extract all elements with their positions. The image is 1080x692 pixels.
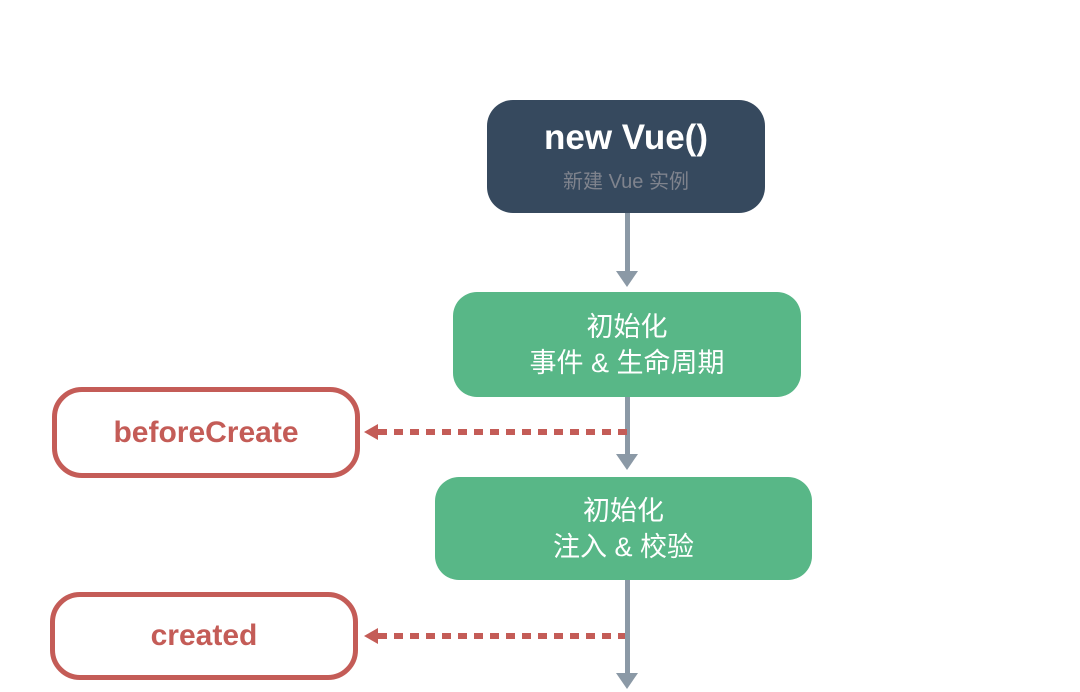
hook-connector-beforeCreate [378,429,628,435]
arrowhead-left-icon [364,628,378,644]
node-init-events-lifecycle: 初始化 事件 & 生命周期 [453,292,801,397]
flow-arrow-1-line [625,213,630,271]
hook-label: beforeCreate [113,415,299,449]
node-new-vue-subtitle: 新建 Vue 实例 [563,171,689,193]
node-new-vue-title: new Vue() [544,118,708,157]
hook-connector-created [378,633,628,639]
arrowhead-down-icon [616,454,638,470]
step-line: 初始化 [586,311,668,342]
arrowhead-left-icon [364,424,378,440]
arrowhead-down-icon [616,271,638,287]
step-line: 初始化 [583,495,664,526]
step-line: 注入 & 校验 [552,531,694,562]
step-line: 事件 & 生命周期 [529,347,725,378]
node-init-injections-validation: 初始化 注入 & 校验 [435,477,812,580]
hook-beforeCreate: beforeCreate [52,387,360,478]
hook-created: created [50,592,358,680]
node-new-vue: new Vue() 新建 Vue 实例 [487,100,765,213]
arrowhead-down-icon [616,673,638,689]
hook-label: created [150,619,258,652]
flow-arrow-2-line [625,397,630,454]
flow-arrow-3-line [625,580,630,673]
